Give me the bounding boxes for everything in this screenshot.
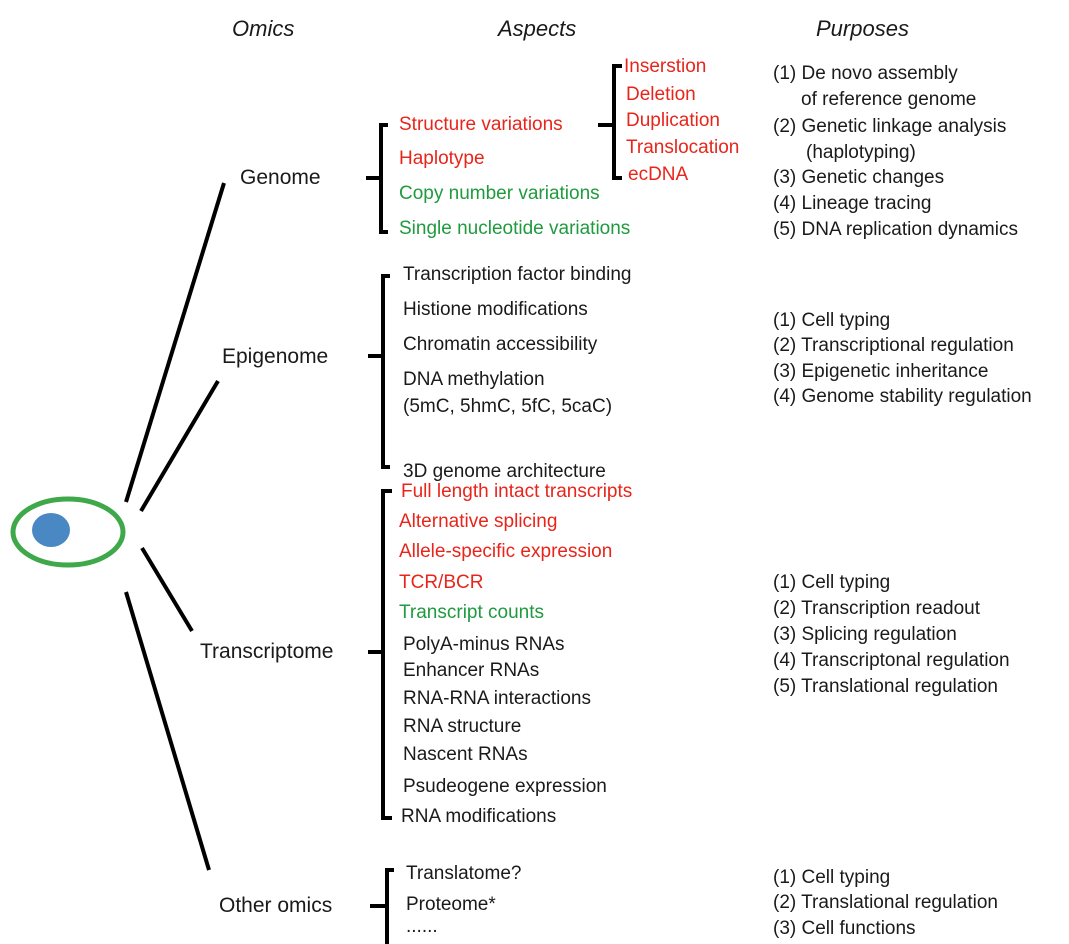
aspect-haplotype: Haplotype	[399, 148, 485, 169]
epigenome-purpose-2: (2) Transcriptional regulation	[773, 335, 1014, 356]
genome-purpose-5: (5) DNA replication dynamics	[773, 219, 1018, 240]
transcriptome-purpose-1: (1) Cell typing	[773, 572, 891, 593]
genome-purpose-1-cont: of reference genome	[801, 89, 977, 110]
epigenome-purpose-3: (3) Epigenetic inheritance	[773, 361, 989, 382]
transcriptome-purpose-4: (4) Transcriptonal regulation	[773, 650, 1010, 671]
aspect-allele-specific-expression: Allele-specific expression	[399, 541, 613, 562]
other-purpose-1: (1) Cell typing	[773, 867, 891, 888]
genome-bracket	[366, 123, 388, 234]
genome-purpose-2-cont: (haplotyping)	[806, 142, 916, 163]
aspect-rna-rna-interactions: RNA-RNA interactions	[403, 688, 591, 709]
aspect-tcr-bcr: TCR/BCR	[399, 572, 484, 593]
aspect-alternative-splicing: Alternative splicing	[399, 511, 558, 532]
aspect-3d-genome: 3D genome architecture	[403, 461, 606, 482]
transcriptome-purpose-2: (2) Transcription readout	[773, 598, 980, 619]
aspect-chromatin-accessibility: Chromatin accessibility	[403, 334, 598, 355]
epigenome-purpose-1: (1) Cell typing	[773, 310, 891, 331]
transcriptome-purpose-5: (5) Translational regulation	[773, 676, 998, 697]
omic-label-other: Other omics	[219, 894, 333, 917]
other-purpose-3: (3) Cell functions	[773, 918, 916, 939]
branch-line-transcriptome	[140, 546, 194, 633]
aspect-tf-binding: Transcription factor binding	[403, 264, 632, 285]
aspect-proteome: Proteome*	[406, 894, 496, 915]
sv-type-translocation: Translocation	[626, 137, 740, 158]
other-bracket	[370, 868, 394, 944]
transcriptome-bracket	[368, 489, 392, 820]
sv-bracket	[598, 64, 622, 180]
aspect-copy-number-variations: Copy number variations	[399, 183, 600, 204]
header-omics: Omics	[232, 16, 295, 41]
branch-line-epigenome	[139, 379, 220, 513]
cell-ring	[10, 496, 126, 568]
aspect-polya-minus-rnas: PolyA-minus RNAs	[403, 634, 565, 655]
epigenome-bracket	[368, 274, 390, 469]
header-aspects: Aspects	[498, 16, 577, 41]
aspect-rna-modifications: RNA modifications	[401, 806, 557, 827]
genome-purpose-4: (4) Lineage tracing	[773, 193, 932, 214]
branch-line-genome	[124, 182, 226, 503]
sv-type-ecdna: ecDNA	[628, 164, 689, 185]
sv-type-deletion: Deletion	[626, 84, 696, 105]
transcriptome-purpose-3: (3) Splicing regulation	[773, 624, 957, 645]
sv-type-insertion: Inserstion	[624, 56, 707, 77]
aspect-structure-variations: Structure variations	[399, 114, 563, 135]
omic-label-epigenome: Epigenome	[222, 345, 329, 368]
genome-purpose-3: (3) Genetic changes	[773, 167, 945, 188]
branch-line-other	[124, 591, 211, 871]
aspect-dna-methylation-types: (5mC, 5hmC, 5fC, 5caC)	[403, 396, 613, 417]
omic-label-transcriptome: Transcriptome	[200, 640, 334, 663]
header-purposes: Purposes	[816, 16, 909, 41]
epigenome-purpose-4: (4) Genome stability regulation	[773, 386, 1032, 407]
aspect-histone-modifications: Histione modifications	[403, 299, 588, 320]
aspect-full-length-transcripts: Full length intact transcripts	[401, 481, 633, 502]
aspect-transcript-counts: Transcript counts	[399, 602, 545, 623]
aspect-rna-structure: RNA structure	[403, 716, 522, 737]
other-purpose-2: (2) Translational regulation	[773, 892, 998, 913]
aspect-ellipsis: ......	[406, 916, 438, 937]
aspect-enhancer-rnas: Enhancer RNAs	[403, 660, 540, 681]
aspect-psudeogene-expression: Psudeogene expression	[403, 776, 607, 797]
aspect-single-nucleotide-variations: Single nucleotide variations	[399, 218, 631, 239]
aspect-translatome: Translatome?	[406, 863, 522, 884]
omic-label-genome: Genome	[240, 166, 321, 189]
genome-purpose-2: (2) Genetic linkage analysis	[773, 116, 1007, 137]
genome-purpose-1: (1) De novo assembly	[773, 63, 958, 84]
aspect-nascent-rnas: Nascent RNAs	[403, 744, 528, 765]
aspect-dna-methylation: DNA methylation	[403, 369, 545, 390]
cell-nucleus	[32, 513, 70, 547]
sv-type-duplication: Duplication	[626, 110, 720, 131]
